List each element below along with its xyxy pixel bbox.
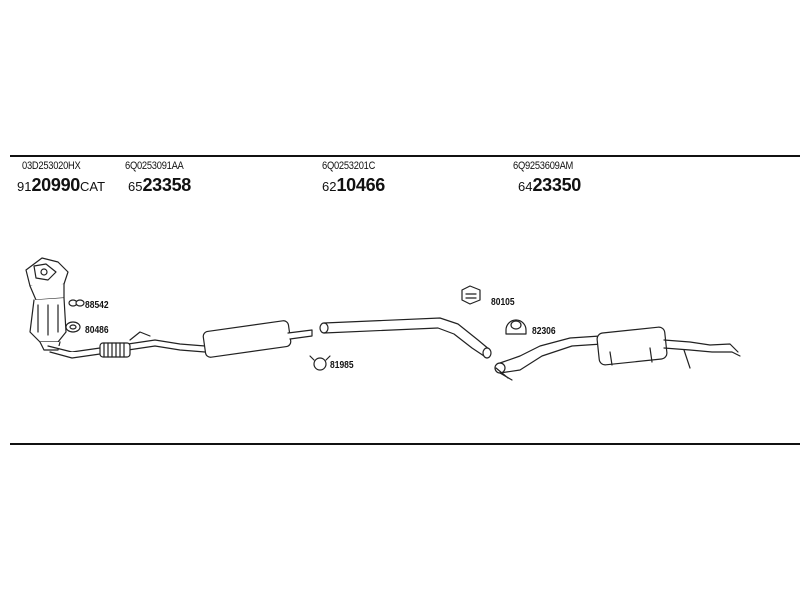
ring-80486-icon <box>65 321 81 333</box>
front-silencer <box>202 320 313 358</box>
part-number-main: 23350 <box>532 175 582 195</box>
catalyst-manifold <box>25 257 69 351</box>
part-number-prefix: 64 <box>518 179 533 194</box>
front-pipe <box>47 331 206 359</box>
label-80486: 80486 <box>85 325 109 336</box>
label-82306: 82306 <box>532 326 556 337</box>
top-rule <box>10 155 800 157</box>
part-number-main: 20990 <box>31 175 81 195</box>
part-number-prefix: 91 <box>17 179 32 194</box>
rear-silencer <box>596 326 741 369</box>
part-number-main: 10466 <box>336 175 386 195</box>
rear-pipe <box>494 335 603 381</box>
part-number-prefix: 65 <box>128 179 143 194</box>
label-80105: 80105 <box>491 297 515 308</box>
bottom-rule <box>10 443 800 445</box>
label-88542: 88542 <box>85 300 109 311</box>
part-number-suffix: CAT <box>80 179 106 194</box>
oe-number-rear-silencer: 6Q9253609AM <box>513 160 574 172</box>
oe-number-catalyst: 03D253020HX <box>22 160 81 172</box>
label-81985: 81985 <box>330 360 354 371</box>
part-number-rear-silencer: 6423350 <box>518 176 581 195</box>
clamp-81985-icon <box>309 355 331 371</box>
oe-number-front-pipe: 6Q0253091AA <box>125 160 184 172</box>
oe-number-middle-pipe: 6Q0253201C <box>322 160 376 172</box>
part-number-middle-pipe: 6210466 <box>322 176 385 195</box>
part-number-prefix: 62 <box>322 179 337 194</box>
part-number-main: 23358 <box>142 175 192 195</box>
middle-pipe <box>319 317 492 359</box>
part-number-front-pipe: 6523358 <box>128 176 191 195</box>
hanger-80105-icon <box>461 285 481 305</box>
part-number-catalyst: 9120990CAT <box>17 176 105 195</box>
clamp-82306-icon <box>505 319 527 335</box>
gasket-88542-icon <box>68 299 85 307</box>
